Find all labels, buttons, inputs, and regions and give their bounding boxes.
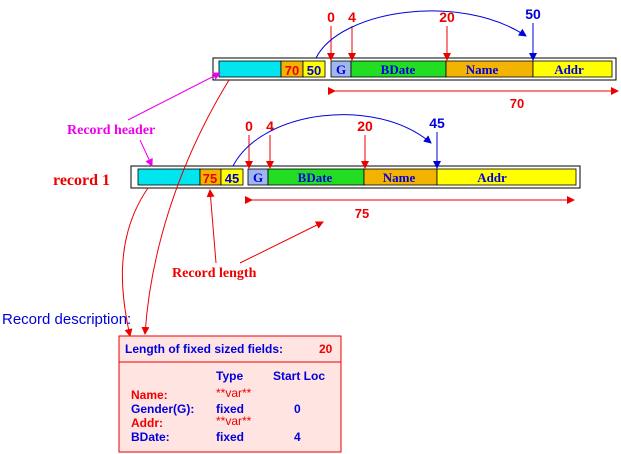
record-bottom-field-addr-label: Addr	[477, 170, 507, 185]
record-top-span-label: 70	[510, 96, 524, 111]
record-top-to-description-link	[141, 79, 230, 335]
record-bottom-offset-4: 4	[266, 118, 274, 134]
record-length-label: Record length	[172, 266, 257, 281]
record-bottom-to-description-link	[121, 187, 149, 337]
record-header-arrow-bottom	[139, 139, 153, 167]
record-bottom: record 1 75 45 G BDate Name Addr 0 4 20 …	[53, 114, 581, 221]
fixed-length-value: 20	[319, 342, 333, 356]
record-bottom-field-addr	[436, 168, 577, 186]
record-bottom-offset-20: 20	[357, 118, 373, 134]
record-bottom-offset-0: 0	[245, 118, 253, 134]
record-bottom-span-label: 75	[355, 206, 369, 221]
row-gender-type: fixed	[216, 402, 244, 416]
column-header-type: Type	[216, 369, 243, 383]
record-top-field-addr-label: Addr	[554, 62, 584, 77]
record-bottom-field-bdate-label: BDate	[298, 170, 333, 185]
row-bdate-type: fixed	[216, 430, 244, 444]
record-bottom-offset-45: 45	[429, 115, 445, 131]
row-addr-label: Addr:	[131, 416, 163, 430]
record-length-arrow-left	[206, 189, 217, 264]
fixed-length-label: Length of fixed sized fields:	[125, 342, 283, 356]
record-top-field-name-label: Name	[466, 62, 499, 77]
description-box-frame	[118, 335, 342, 453]
record-bottom-field-name-label: Name	[383, 170, 416, 185]
record-description-label: Record description:	[2, 311, 131, 328]
record-top-field-addr	[532, 60, 613, 78]
record-header-label: Record header	[67, 123, 155, 138]
record-top-offset-cell	[302, 60, 326, 78]
record-bottom-offset-cell	[220, 168, 244, 186]
record-top-offset-value: 50	[307, 63, 321, 78]
record-bottom-header-cell	[137, 168, 201, 186]
record-bottom-outline	[130, 165, 581, 189]
row-name-type: **var**	[216, 386, 252, 400]
record-bottom-length-value: 75	[203, 171, 217, 186]
record-header-callout: Record header	[67, 72, 221, 167]
record-top-offset-50: 50	[525, 6, 541, 22]
record-top-offset-pointer-curve	[315, 10, 527, 59]
record-top-header-cell	[218, 60, 282, 78]
record-top-field-g-label: G	[336, 62, 346, 77]
record-top: 70 50 G BDate Name Addr 0 4 20 50 70	[212, 6, 619, 111]
row-gender-label: Gender(G):	[131, 402, 194, 416]
record-top-field-bdate-label: BDate	[381, 62, 416, 77]
description-box: Length of fixed sized fields: 20 Type St…	[118, 335, 342, 453]
record-top-length-value: 70	[285, 63, 299, 78]
row-gender-start: 0	[294, 402, 301, 416]
record-length-arrow-right	[239, 221, 324, 264]
record-1-label: record 1	[53, 172, 110, 189]
record-bottom-offset-value: 45	[225, 171, 239, 186]
column-header-start-loc: Start Loc	[273, 369, 325, 383]
record-header-arrow-top	[127, 72, 221, 121]
row-addr-type: **var**	[216, 414, 252, 428]
row-name-label: Name:	[131, 388, 168, 402]
record-length-callout: Record length	[172, 189, 324, 281]
record-top-offset-0: 0	[327, 9, 335, 25]
record-top-outline	[212, 57, 617, 81]
record-top-offset-20: 20	[439, 9, 455, 25]
record-bottom-offset-pointer-curve	[232, 114, 432, 167]
record-bottom-field-g-label: G	[253, 170, 263, 185]
row-bdate-label: BDate:	[131, 430, 170, 444]
record-top-offset-4: 4	[348, 9, 356, 25]
row-bdate-start: 4	[294, 430, 301, 444]
